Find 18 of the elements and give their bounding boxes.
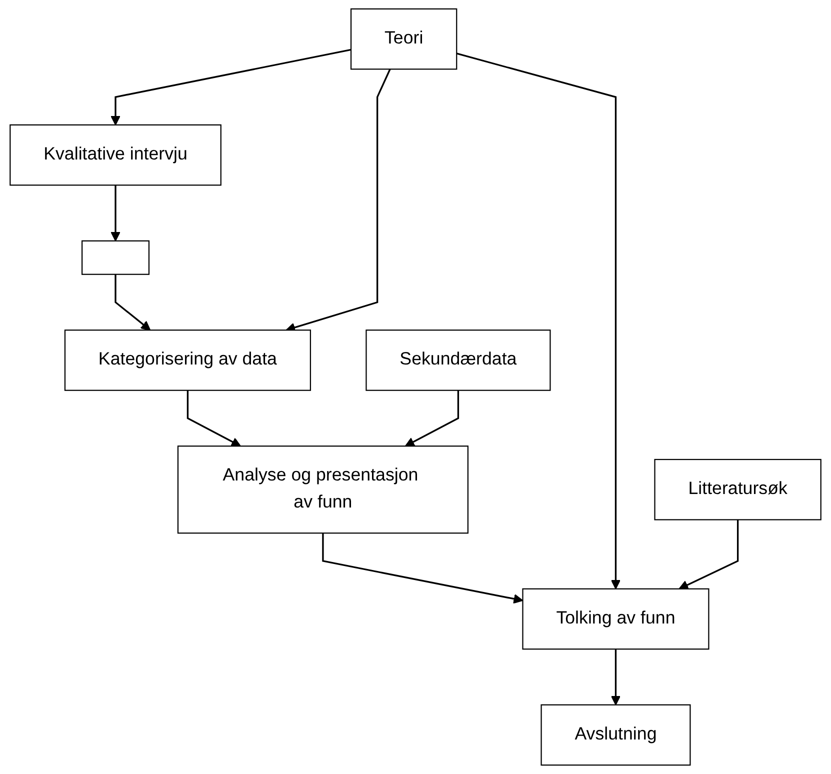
arrow [110, 185, 120, 242]
node-box: Sekundærdata [366, 330, 551, 391]
arrow [678, 520, 739, 590]
node-box: Tolking av funn [522, 588, 710, 650]
arrow [456, 52, 621, 590]
node-box [82, 240, 150, 275]
arrow [404, 390, 460, 447]
node-box: Teori [350, 8, 458, 70]
node-box: Analyse og presentasjon av funn [177, 446, 468, 534]
arrow [322, 533, 524, 604]
node-box: Avslutning [540, 704, 691, 766]
node-box: Kategorisering av data [64, 330, 311, 391]
arrow [110, 48, 352, 126]
arrow [186, 390, 241, 447]
node-box: Kvalitative intervju [10, 124, 222, 186]
arrow [114, 274, 151, 331]
node-box: Litteratursøk [654, 458, 822, 520]
arrow [610, 649, 621, 706]
